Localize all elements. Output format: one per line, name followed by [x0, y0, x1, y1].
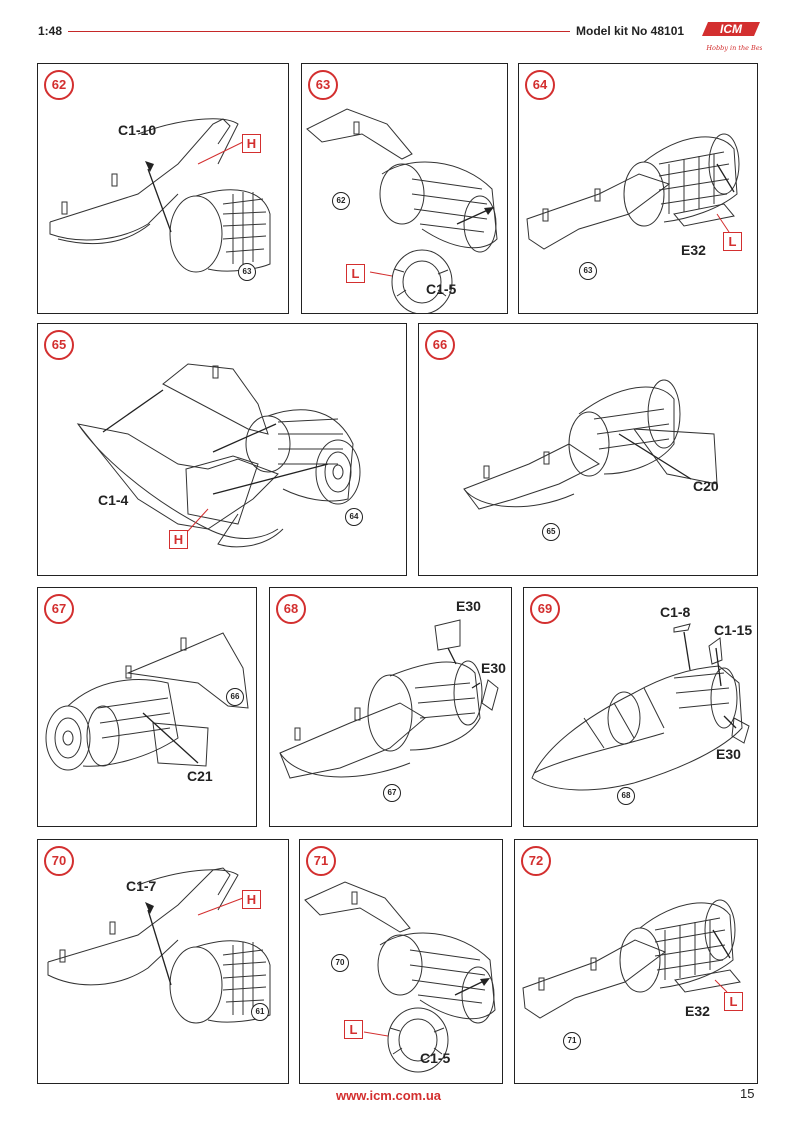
ref-step-circle: 70 — [331, 954, 349, 972]
panel-step-69: 69 C1-8 C1-15 E30 68 — [523, 587, 758, 827]
step-number: 63 — [308, 70, 338, 100]
panel-step-68: 68 E30 E30 67 — [269, 587, 512, 827]
panel-step-71: 71 70 L C1-5 — [299, 839, 503, 1084]
ref-step-circle: 61 — [251, 1003, 269, 1021]
page-number: 15 — [740, 1086, 755, 1101]
assembly-drawing — [526, 133, 740, 250]
kit-number: Model kit No 48101 — [576, 24, 685, 38]
ref-step-circle: 63 — [238, 263, 256, 281]
step-number: 65 — [44, 330, 74, 360]
step-number: 68 — [276, 594, 306, 624]
svg-text:Hobby in the Best: Hobby in the Best — [705, 44, 762, 52]
ref-step-circle: 67 — [383, 784, 401, 802]
panel-step-66: 66 C20 65 — [418, 323, 758, 576]
assembly-drawing — [306, 108, 498, 313]
part-label: C1-15 — [714, 622, 753, 638]
part-label: E32 — [685, 1003, 710, 1019]
panel-step-65: 65 C1-4 H 64 — [37, 323, 407, 576]
ref-step-circle: 64 — [345, 508, 363, 526]
panel-step-72: 72 E32 L 71 — [514, 839, 758, 1084]
panel-step-63: 63 62 L C1-5 — [301, 63, 508, 314]
paint-code-box: L — [344, 1020, 363, 1039]
part-label: C1-8 — [660, 604, 691, 620]
paint-code-box: L — [724, 992, 743, 1011]
panel-step-62: 62 C1-10 H 63 — [37, 63, 289, 314]
part-label: E30 — [456, 598, 481, 614]
step-number: 64 — [525, 70, 555, 100]
svg-text:ICM: ICM — [720, 22, 743, 36]
paint-code-box: H — [242, 134, 261, 153]
assembly-drawing — [45, 632, 249, 771]
paint-code-box: L — [723, 232, 742, 251]
website-url[interactable]: www.icm.com.ua — [336, 1088, 441, 1103]
ref-step-circle: 71 — [563, 1032, 581, 1050]
part-label: E32 — [681, 242, 706, 258]
part-label: C1-10 — [118, 122, 157, 138]
step-number: 66 — [425, 330, 455, 360]
part-label: C20 — [693, 478, 719, 494]
ref-step-circle: 68 — [617, 787, 635, 805]
paint-code-box: H — [169, 530, 188, 549]
ref-step-circle: 62 — [332, 192, 350, 210]
header-divider — [68, 31, 570, 32]
panel-step-70: 70 C1-7 H 61 — [37, 839, 289, 1084]
part-label: C1-4 — [98, 492, 129, 508]
ref-step-circle: 65 — [542, 523, 560, 541]
paint-code-box: L — [346, 264, 365, 283]
step-number: 67 — [44, 594, 74, 624]
panel-step-67: 67 66 C21 — [37, 587, 257, 827]
part-label: C1-5 — [420, 1050, 451, 1066]
ref-step-circle: 66 — [226, 688, 244, 706]
part-label: E30 — [481, 660, 506, 676]
part-label: C21 — [187, 768, 213, 784]
icm-logo: ICM Hobby in the Best — [700, 20, 766, 56]
part-label: C1-5 — [426, 281, 457, 297]
paint-code-box: H — [242, 890, 261, 909]
step-number: 72 — [521, 846, 551, 876]
assembly-drawing — [522, 899, 741, 1019]
step-number: 70 — [44, 846, 74, 876]
part-label: E30 — [716, 746, 741, 762]
step-number: 71 — [306, 846, 336, 876]
assembly-drawing — [304, 881, 496, 1073]
assembly-drawing — [76, 363, 361, 548]
assembly-drawing — [49, 118, 271, 273]
assembly-drawing — [463, 379, 718, 510]
panel-step-64: 64 E32 L 63 — [518, 63, 758, 314]
assembly-drawing — [531, 623, 750, 791]
assembly-drawing — [47, 867, 271, 1024]
step-number: 69 — [530, 594, 560, 624]
scale-label: 1:48 — [38, 24, 63, 38]
part-label: C1-7 — [126, 878, 157, 894]
ref-step-circle: 63 — [579, 262, 597, 280]
assembly-drawing — [279, 619, 499, 779]
step-number: 62 — [44, 70, 74, 100]
